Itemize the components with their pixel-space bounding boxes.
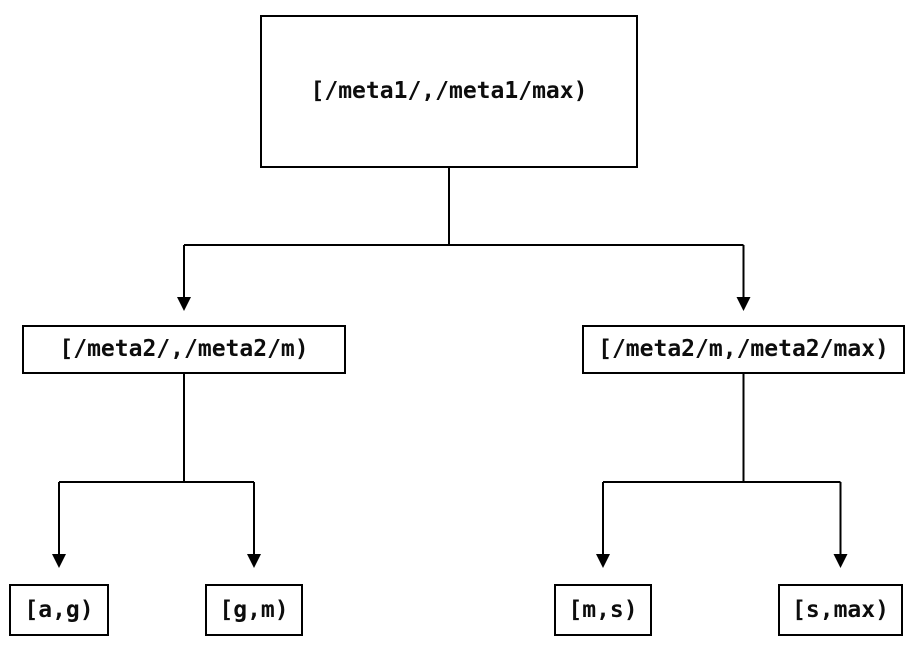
arrowhead-down-icon <box>177 297 191 311</box>
tree-node-meta2-low: [/meta2/,/meta2/m) <box>22 325 346 374</box>
edge-meta2low-to-leaves <box>58 374 255 554</box>
arrowhead-down-icon <box>596 554 610 568</box>
tree-node-leaf-ag: [a,g) <box>9 584 109 636</box>
tree-node-root: [/meta1/,/meta1/max) <box>260 15 638 168</box>
tree-node-leaf-smax: [s,max) <box>778 584 903 636</box>
arrowhead-down-icon <box>736 297 751 311</box>
tree-node-leaf-ms: [m,s) <box>554 584 652 636</box>
edge-meta2high-to-leaves <box>602 374 842 554</box>
arrowhead-down-icon <box>52 554 66 568</box>
arrowhead-down-icon <box>247 554 261 568</box>
arrowhead-down-icon <box>833 554 848 568</box>
tree-node-meta2-high: [/meta2/m,/meta2/max) <box>582 325 905 374</box>
edge-root-to-meta2 <box>183 168 745 297</box>
tree-node-leaf-gm: [g,m) <box>205 584 303 636</box>
